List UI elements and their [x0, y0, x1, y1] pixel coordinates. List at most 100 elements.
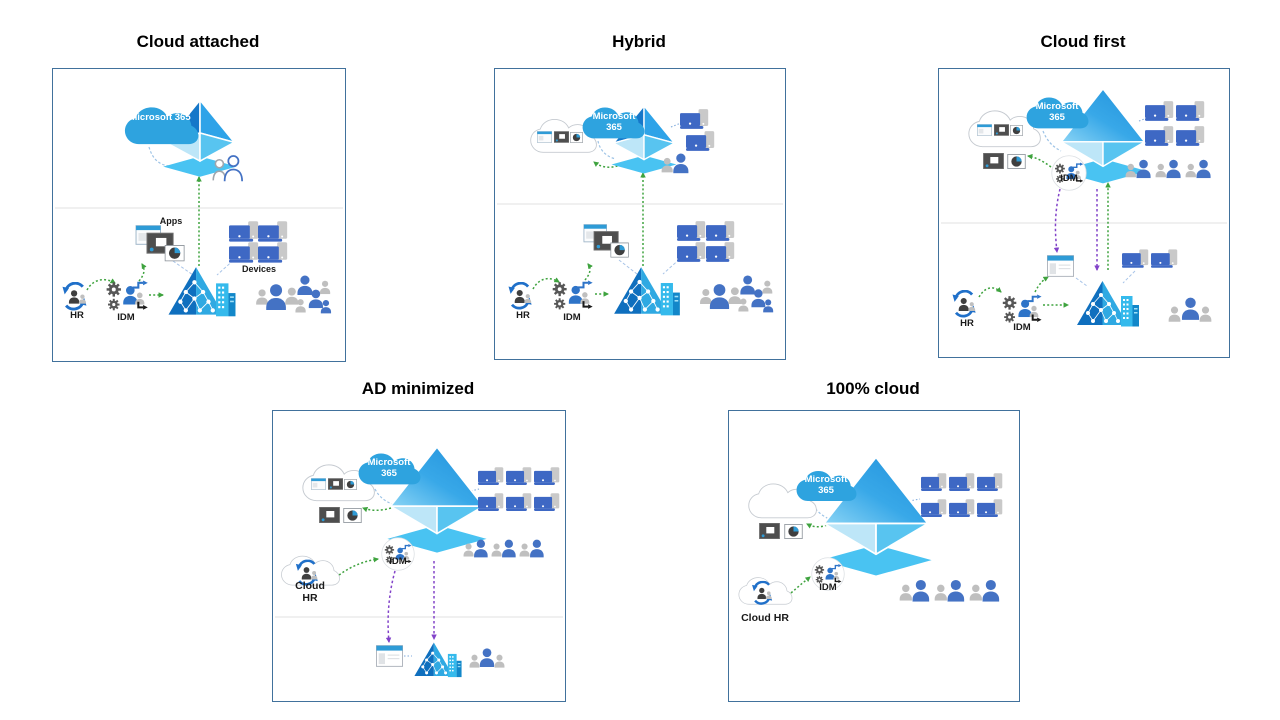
devices-group-icon	[1145, 101, 1205, 146]
active-directory-icon	[168, 266, 236, 317]
users-pair-icon	[662, 154, 689, 174]
panel-cloud-first: Microsoft 365 IDM HR IDM	[938, 68, 1230, 358]
hr-icon	[509, 283, 532, 308]
device-icon	[686, 131, 715, 151]
saas-app-icon	[1010, 125, 1023, 136]
idm-icon	[107, 280, 148, 310]
onprem-app-icon	[376, 645, 403, 667]
link-devices-ad	[662, 255, 684, 275]
users-row-icon	[900, 580, 999, 602]
panel-title-hybrid: Hybrid	[612, 32, 666, 51]
link-app-ad	[1075, 277, 1088, 287]
m365-label: Microsoft 365	[129, 112, 191, 123]
flow-azuread-to-saas	[593, 161, 626, 168]
flow-idm-to-apps	[138, 263, 147, 282]
saas-app-icon	[983, 153, 1004, 169]
provision-idm-to-app	[385, 570, 396, 644]
saas-app-icon	[537, 131, 552, 143]
panel-title-cloud-attached: Cloud attached	[136, 32, 260, 51]
hr-label: HR	[516, 310, 530, 321]
hr-label: HR	[70, 310, 84, 321]
link-m365-azuread	[148, 146, 170, 167]
users-row-icon	[464, 540, 544, 558]
flow-cloudhr-to-idm	[338, 556, 380, 576]
link-m365-azuread	[1042, 130, 1062, 152]
m365-label: Microsoft 365	[592, 111, 636, 133]
panel-cloud-attached: Microsoft 365 Apps Devices HR IDM	[52, 68, 346, 362]
panel-100-cloud: Microsoft 365 Cloud HR IDM	[728, 410, 1020, 702]
saas-app-icon	[977, 124, 992, 136]
flow-hr-to-idm	[978, 286, 1002, 298]
users-group-icon	[700, 275, 773, 312]
saas-app-icon	[319, 507, 340, 523]
idm-cloud-label: IDM	[1060, 173, 1078, 184]
device-icon	[1151, 249, 1178, 268]
provision-idm-to-app	[1053, 188, 1061, 254]
panel-title-ad-minimized: AD minimized	[361, 379, 475, 398]
saas-app-icon	[784, 524, 803, 539]
flow-hr-to-idm	[86, 278, 116, 291]
idm-icon	[553, 280, 593, 309]
link-azuread-devices	[670, 122, 682, 128]
active-directory-icon	[613, 266, 681, 316]
cloud-hr-icon	[739, 578, 792, 605]
idm-label: IDM	[819, 582, 837, 593]
onprem-app-icon	[1047, 255, 1074, 277]
cloud-hr-label: Cloud HR	[741, 612, 789, 624]
saas-app-icon	[759, 523, 780, 539]
saas-app-icon	[343, 508, 362, 523]
panel-hybrid: Microsoft 365 HR IDM	[494, 68, 786, 360]
flow-hr-to-idm	[532, 277, 560, 290]
flow-cloudhr-to-idm	[790, 576, 811, 594]
idm-label: IDM	[117, 312, 135, 323]
users-group-icon	[256, 276, 331, 314]
m365-label: Microsoft 365	[804, 474, 848, 496]
idm-label: IDM	[1013, 322, 1031, 333]
saas-app-icon	[994, 124, 1009, 136]
saas-app-icon	[570, 132, 583, 143]
m365-label: Microsoft 365	[367, 457, 411, 479]
active-directory-icon	[414, 642, 462, 678]
saas-app-icon	[1007, 154, 1026, 169]
flow-azuread-to-saas	[362, 506, 392, 513]
link-apps-ad	[172, 260, 194, 276]
flow-idm-to-apps	[584, 263, 593, 281]
users-trio-icon	[469, 648, 505, 668]
hr-label: HR	[960, 318, 974, 329]
saas-app-icon	[328, 478, 343, 490]
saas-app-icon	[344, 479, 357, 490]
users-trio-icon	[1168, 297, 1212, 322]
flow-idm-to-app	[1034, 276, 1049, 293]
hr-icon	[953, 291, 976, 316]
devices-group-icon	[229, 221, 288, 263]
devices-group-icon	[677, 221, 735, 262]
link-azuread-devices	[470, 488, 480, 492]
panel-ad-minimized: Microsoft 365 Cloud HR IDM	[272, 410, 566, 702]
panel-title-100-cloud: 100% cloud	[826, 379, 920, 398]
link-m365-azuread	[597, 140, 617, 160]
saas-app-icon	[311, 478, 326, 490]
devices-group-icon	[921, 473, 1003, 517]
idm-icon	[1003, 294, 1042, 322]
m365-label: Microsoft 365	[1035, 101, 1079, 123]
saas-app-icon	[554, 131, 569, 143]
hr-icon	[63, 283, 87, 309]
link-devices-ad	[216, 256, 238, 276]
link-devices-ad	[1122, 270, 1136, 284]
active-directory-icon	[1076, 280, 1140, 327]
link-m365-azuread	[374, 488, 393, 505]
flow-idm-to-saas	[1026, 153, 1052, 168]
apps-icon	[136, 226, 184, 261]
devices-group-icon	[478, 467, 560, 511]
link-apps-ad	[618, 259, 638, 275]
panel-title-cloud-first: Cloud first	[1040, 32, 1126, 51]
flow-azuread-to-saas	[806, 523, 828, 529]
device-icon	[1122, 249, 1149, 268]
idm-label: IDM	[389, 556, 407, 567]
idm-label: IDM	[563, 312, 581, 323]
devices-label: Devices	[241, 264, 277, 274]
device-icon	[680, 109, 709, 129]
apps-label: Apps	[159, 216, 183, 226]
apps-icon	[584, 225, 629, 258]
